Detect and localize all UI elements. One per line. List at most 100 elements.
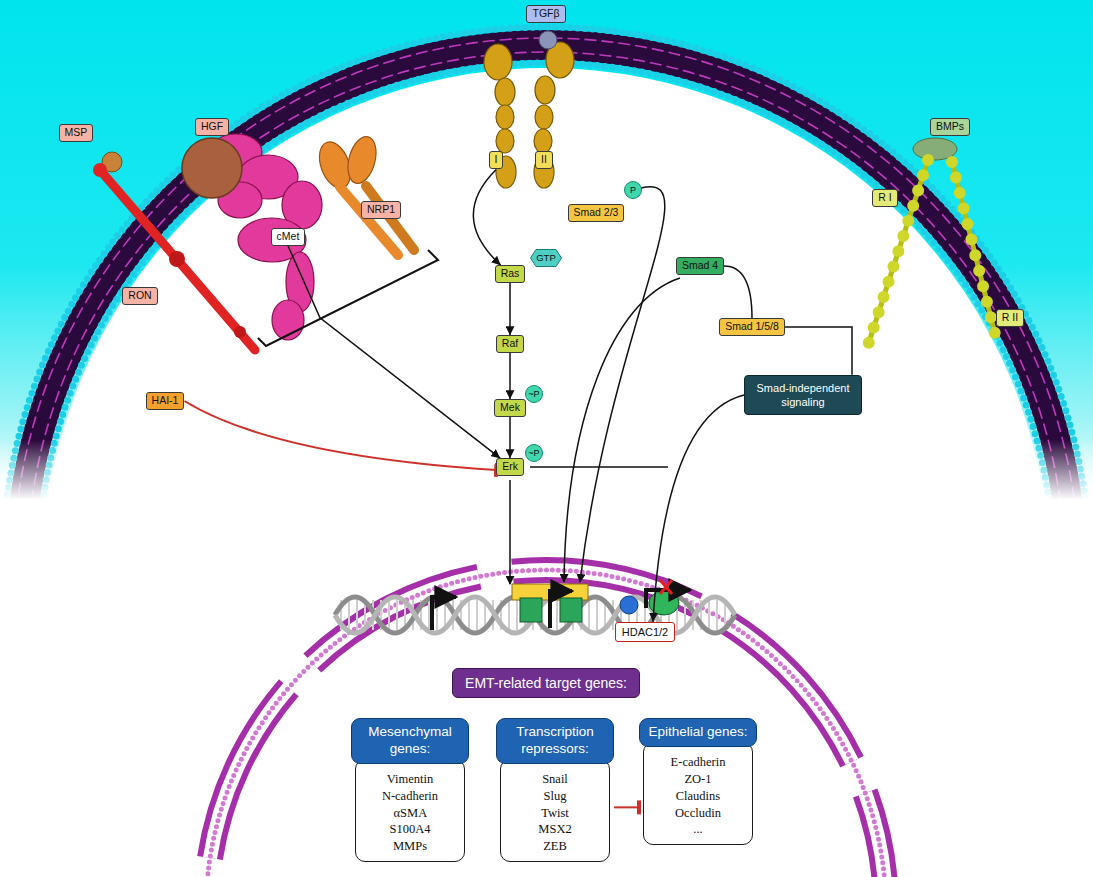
- node-label: GTP: [530, 249, 562, 267]
- node-label: Smad 4: [682, 259, 718, 273]
- gene-name: ZEB: [543, 839, 567, 853]
- gene-name: αSMA: [394, 806, 427, 820]
- label-box: cMet: [271, 228, 306, 246]
- gene-group: Epithelial genes:E-cadherin ZO-1 Claudin…: [639, 718, 757, 845]
- node-label: R II: [1002, 311, 1018, 325]
- label-box: Mek: [494, 399, 526, 417]
- gene-name: Vimentin: [387, 772, 433, 786]
- label-box: BMPs: [930, 118, 970, 136]
- label-box: MSP: [59, 124, 94, 142]
- receptor-rod: [868, 160, 928, 345]
- group-heading: Transcription repressors:: [496, 718, 614, 764]
- node-label: ~P: [526, 445, 542, 461]
- phospho-circle: ~P: [525, 444, 543, 462]
- signal-arrow: [580, 187, 665, 582]
- gene-group: Mesenchymal genes:Vimentin N-cadherin αS…: [351, 718, 469, 862]
- label-box: HGF: [195, 118, 229, 136]
- receptor-part: [343, 133, 381, 186]
- bmp-receptors: [868, 160, 996, 345]
- corepressor: [620, 596, 638, 614]
- receptor-part: [496, 105, 514, 129]
- smad-complex: [560, 598, 582, 622]
- label-box: Smad 4: [676, 257, 724, 275]
- arrow-connector: [509, 353, 511, 399]
- node-label: RON: [128, 289, 151, 303]
- promoter-arrow: [550, 591, 572, 628]
- node-label: EMT-related target genes:: [465, 674, 627, 692]
- receptor-knob: [169, 251, 185, 267]
- gene-name: Slug: [544, 789, 567, 803]
- receptor-part: [534, 129, 552, 153]
- gene-name: Snail: [542, 772, 568, 786]
- node-label: HGF: [201, 120, 223, 134]
- bracket: [258, 250, 438, 346]
- node-label: HDAC1/2: [622, 625, 668, 639]
- node-label: Smad-independent signaling: [753, 381, 853, 410]
- signal-arrow: [509, 480, 511, 584]
- gene-name: ZO-1: [684, 772, 711, 786]
- node-label: Smad 1/5/8: [725, 320, 779, 334]
- gtp-hexagon: GTP: [530, 249, 562, 267]
- receptor-part: [535, 76, 555, 104]
- hexagon-outline: [531, 250, 562, 267]
- node-label: R I: [878, 191, 891, 205]
- label-box: R II: [996, 309, 1024, 327]
- arrow-connector: [509, 283, 511, 335]
- gene-list-box: E-cadherin ZO-1 Claudins Occludin ...: [643, 742, 753, 845]
- gene-list-box: Snail Slug Twist MSX2 ZEB: [500, 759, 610, 862]
- gene-name: Occludin: [675, 806, 721, 820]
- receptor-beads: [952, 162, 996, 338]
- gene-group: Transcription repressors: Snail Slug Twis…: [496, 718, 614, 862]
- label-box: R I: [872, 189, 897, 207]
- gene-name: Claudins: [676, 789, 720, 803]
- arrow-connector: [724, 266, 752, 318]
- node-label: P: [625, 182, 641, 198]
- receptor-part: [496, 129, 514, 153]
- receptor-part: [484, 44, 512, 80]
- gene-name: E-cadherin: [671, 755, 726, 769]
- fade: [0, 499, 1093, 877]
- node-label: II: [541, 153, 547, 167]
- hgf-ligand: [182, 138, 242, 198]
- label-box: Erk: [496, 458, 524, 476]
- label-box: Smad 1/5/8: [719, 318, 785, 336]
- node-label: Ras: [501, 267, 520, 281]
- tgfb-receptor: [484, 42, 574, 188]
- nuclear-envelope: [206, 570, 886, 877]
- node-label: Erk: [502, 460, 518, 474]
- arrow-connector: [473, 170, 500, 265]
- gene-name: Twist: [541, 806, 569, 820]
- receptor-rod: [100, 170, 255, 350]
- gene-name: N-cadherin: [382, 789, 438, 803]
- label-box: II: [535, 151, 553, 169]
- gene-list: Snail Slug Twist MSX2 ZEB: [538, 771, 571, 855]
- smad-complex: [520, 598, 542, 622]
- gene-list: E-cadherin ZO-1 Claudins Occludin ...: [671, 754, 726, 838]
- label-box: RON: [122, 287, 157, 305]
- tgfb-ligand: [539, 31, 557, 49]
- signal-line: [530, 466, 668, 468]
- receptor-rod: [952, 162, 996, 338]
- arrow-connector: [509, 417, 511, 458]
- inhibition-connector: [614, 806, 639, 808]
- receptor-part: [495, 78, 515, 106]
- node-label: Smad 2/3: [574, 206, 619, 220]
- node-label: TGFβ: [532, 7, 559, 21]
- label-box: Raf: [496, 335, 524, 353]
- gene-name: MMPs: [393, 839, 427, 853]
- gene-list-box: Vimentin N-cadherin αSMA S100A4 MMPs: [355, 759, 465, 862]
- node-label: Mek: [500, 401, 520, 415]
- signal-box: Smad-independent signaling: [744, 375, 862, 416]
- receptor-knob: [93, 163, 107, 177]
- node-label: BMPs: [936, 120, 964, 134]
- block-mark: [660, 580, 672, 594]
- phospho-circle: ~P: [525, 385, 543, 403]
- receptor-beads: [868, 160, 928, 345]
- node-label: I: [495, 153, 498, 167]
- header-box: EMT-related target genes:: [452, 668, 640, 698]
- promoter-arrow: [432, 597, 456, 630]
- label-box: Smad 2/3: [568, 204, 625, 222]
- repressor-box: HDAC1/2: [615, 622, 675, 642]
- phospho-circle: P: [624, 181, 642, 199]
